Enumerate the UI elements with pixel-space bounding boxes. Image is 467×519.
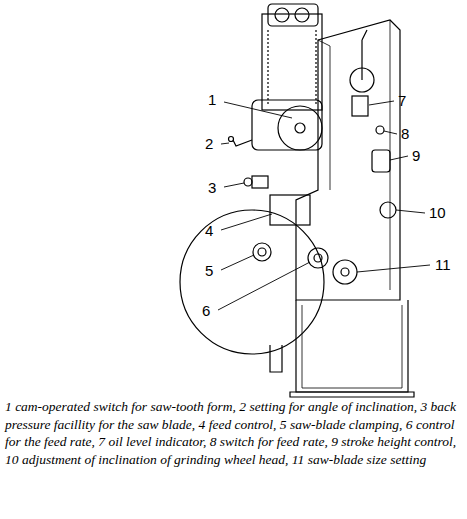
- leader-lines: [218, 101, 430, 310]
- callout-number: 1: [208, 92, 216, 107]
- leader-line: [369, 101, 394, 105]
- handwheel-hub: [341, 268, 349, 276]
- leader-line: [224, 102, 292, 118]
- lever: [233, 140, 252, 146]
- back-pressure: [252, 176, 268, 188]
- pedestal: [296, 300, 408, 392]
- pulley: [275, 8, 289, 22]
- caption: 1 cam-operated switch for saw-tooth form…: [5, 398, 463, 468]
- oil-indicator: [352, 96, 368, 116]
- handwheel: [333, 260, 357, 284]
- leader-line: [224, 183, 244, 187]
- callout-number: 10: [429, 205, 446, 220]
- callout-number: 8: [401, 126, 409, 141]
- leader-line: [384, 131, 397, 134]
- switch: [376, 126, 384, 134]
- rail: [270, 345, 282, 372]
- wheel-hub: [295, 123, 305, 133]
- callout-number: 6: [202, 303, 210, 318]
- column: [262, 14, 322, 110]
- leader-line: [390, 156, 408, 160]
- clamp-hub: [258, 248, 266, 256]
- feed-unit: [270, 195, 310, 225]
- pedestal-panel: [302, 305, 402, 388]
- grinding-head: [252, 100, 322, 150]
- callout-number: 9: [412, 148, 420, 163]
- leader-line: [357, 265, 430, 272]
- grinding-wheel: [278, 106, 322, 150]
- leader-line: [221, 143, 229, 144]
- leader-line: [221, 255, 254, 270]
- leader-line: [396, 210, 425, 213]
- callout-number: 5: [205, 263, 213, 278]
- callout-number: 4: [205, 223, 213, 238]
- housing-edge: [318, 20, 390, 290]
- motor: [268, 4, 318, 26]
- pulley: [295, 8, 309, 22]
- knob: [244, 178, 252, 186]
- feed-knob-hub: [314, 254, 322, 262]
- leader-line: [221, 214, 272, 230]
- housing: [296, 20, 400, 300]
- leader-line: [218, 262, 310, 310]
- callout-number: 7: [398, 93, 406, 108]
- stroke-control: [372, 150, 390, 172]
- callout-number: 2: [205, 136, 213, 151]
- callout-number: 3: [208, 180, 216, 195]
- callout-number: 11: [435, 257, 451, 272]
- foot: [290, 392, 414, 397]
- inclination-knob: [380, 202, 396, 218]
- feed-knob: [308, 248, 328, 268]
- lever-top: [362, 30, 367, 80]
- belt: [268, 30, 316, 105]
- clamp: [253, 243, 271, 261]
- lever-knob: [229, 137, 234, 142]
- saw-blade: [180, 210, 324, 354]
